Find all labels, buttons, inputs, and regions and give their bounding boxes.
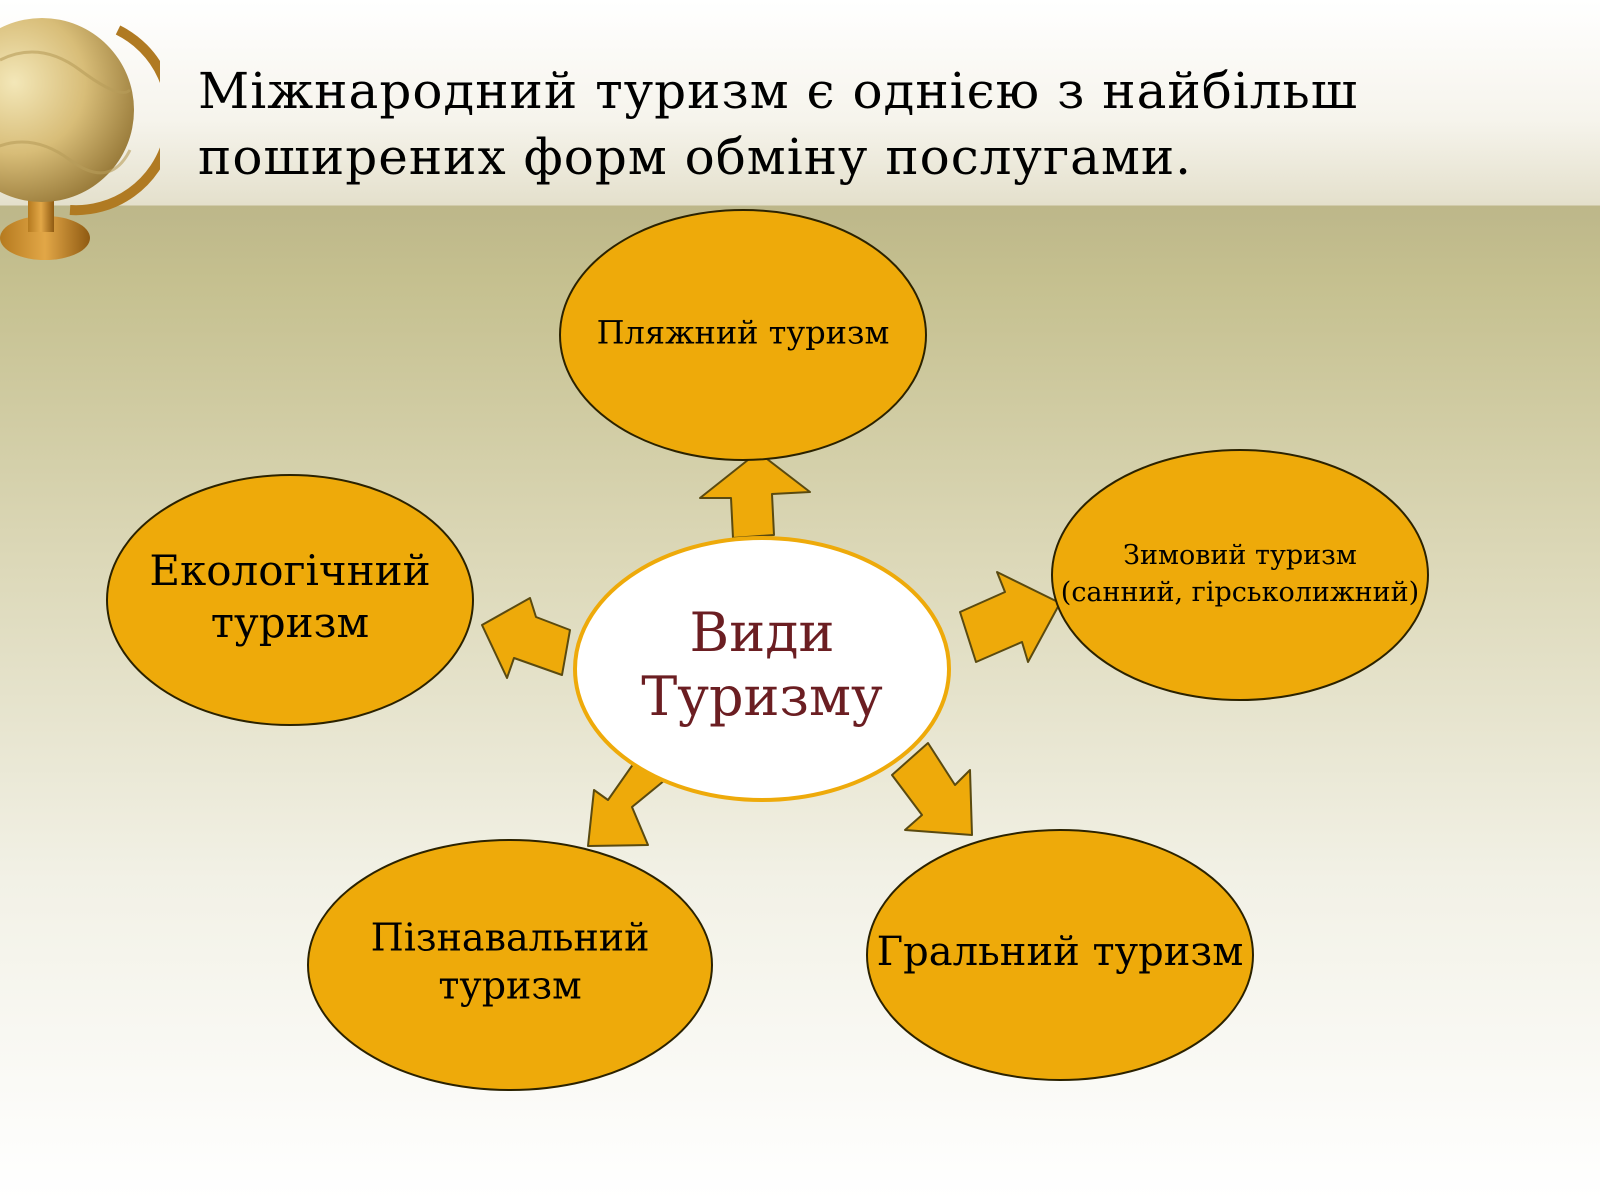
arrow-to-ecological [481,597,571,679]
node-cognitive-label-line: Пізнавальний [371,916,650,960]
node-ecological-label-line: Екологічний [149,546,430,595]
slide-title: Міжнародний туризм є однією з найбільш п… [198,62,1359,186]
node-gambling-label-line: Гральний туризм [877,929,1244,975]
arrow-to-beach [699,451,811,539]
arrow-to-gambling [891,742,973,836]
node-winter [1051,449,1429,701]
node-gambling [866,829,1254,1081]
globe-icon [0,18,160,260]
node-beach [559,209,927,461]
arrow-to-cognitive [587,759,666,847]
node-winter-label-line: Зимовий туризм [1123,540,1357,571]
node-beach-label-line: Пляжний туризм [597,314,890,352]
node-cognitive-label-line: туризм [438,964,581,1008]
node-ecological [106,474,474,726]
center-node-label-line: Туризму [641,665,883,728]
node-winter-label-line: (санний, гірськолижний) [1061,577,1419,608]
center-node-label-line: Види [690,601,835,664]
arrow-to-winter [959,571,1061,663]
node-cognitive [307,839,713,1091]
center-node [573,536,951,802]
node-ecological-label-line: туризм [211,598,369,647]
